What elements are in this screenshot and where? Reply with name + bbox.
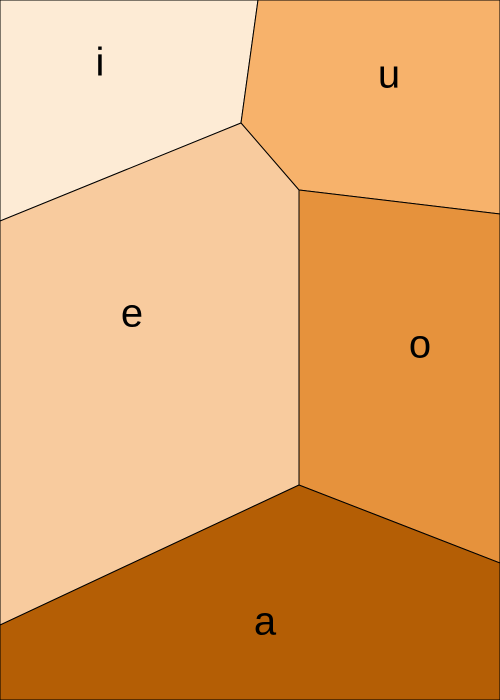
label-a: a [254, 600, 277, 644]
label-e: e [121, 292, 143, 336]
label-o: o [409, 323, 431, 367]
label-u: u [378, 53, 400, 97]
label-i: i [96, 41, 105, 85]
region-o [298, 189, 500, 564]
region-a [0, 484, 500, 700]
